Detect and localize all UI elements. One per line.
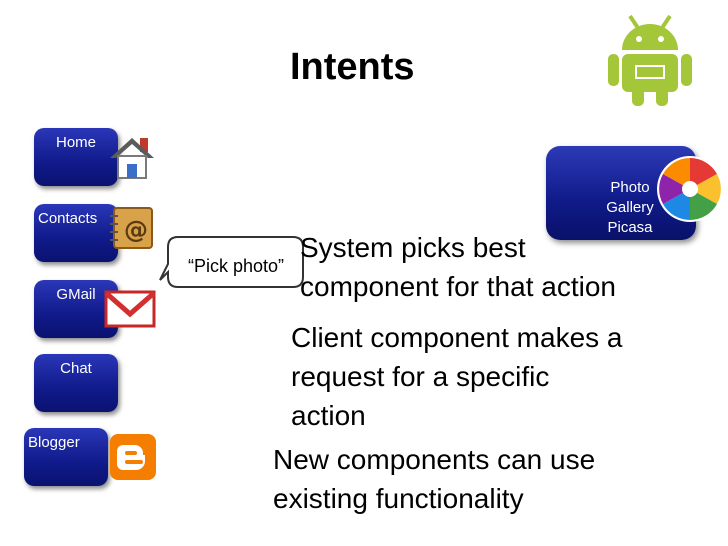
point-new-line1: New components can use [273, 444, 596, 475]
point-system-picks-line1: System picks best [300, 232, 526, 263]
point-system-picks-line2: component for that action [300, 271, 616, 302]
android-logo-icon [608, 14, 692, 106]
app-label-home: Home [55, 134, 96, 151]
bubble-text: “Pick photo” [188, 256, 285, 276]
app-label-blogger: Blogger [28, 434, 80, 451]
blogger-icon [110, 434, 156, 480]
app-button-home[interactable]: Home [34, 128, 118, 186]
app-label-gmail: GMail [56, 286, 96, 303]
picasa-pinwheel-icon [657, 156, 723, 222]
point-client-line3: action [291, 400, 366, 431]
app-button-blogger[interactable]: Blogger [24, 428, 108, 486]
photo-label-line2: Gallery [606, 199, 654, 216]
point-system-picks: System picks best component for that act… [300, 228, 616, 306]
point-new-components: New components can use existing function… [273, 440, 595, 518]
slide-title: Intents [290, 46, 415, 88]
point-client-line1: Client component makes a [291, 322, 623, 353]
app-button-chat[interactable]: Chat [34, 354, 118, 412]
app-label-contacts: Contacts [38, 210, 98, 227]
svg-text:@: @ [124, 216, 148, 244]
point-new-line2: existing functionality [273, 483, 524, 514]
point-client-request: Client component makes a request for a s… [291, 318, 623, 435]
home-icon [110, 138, 154, 179]
app-button-contacts[interactable]: Contacts [34, 204, 118, 262]
contacts-book-icon: @ [110, 207, 153, 249]
app-button-gmail[interactable]: GMail [34, 280, 118, 338]
gmail-envelope-icon [104, 290, 156, 328]
app-label-chat: Chat [60, 360, 92, 377]
photo-label-line3: Picasa [607, 219, 653, 236]
point-client-line2: request for a specific [291, 361, 550, 392]
photo-gallery-label: Photo Gallery Picasa [590, 178, 670, 238]
speech-bubble [159, 236, 304, 288]
photo-label-line1: Photo [610, 179, 650, 196]
